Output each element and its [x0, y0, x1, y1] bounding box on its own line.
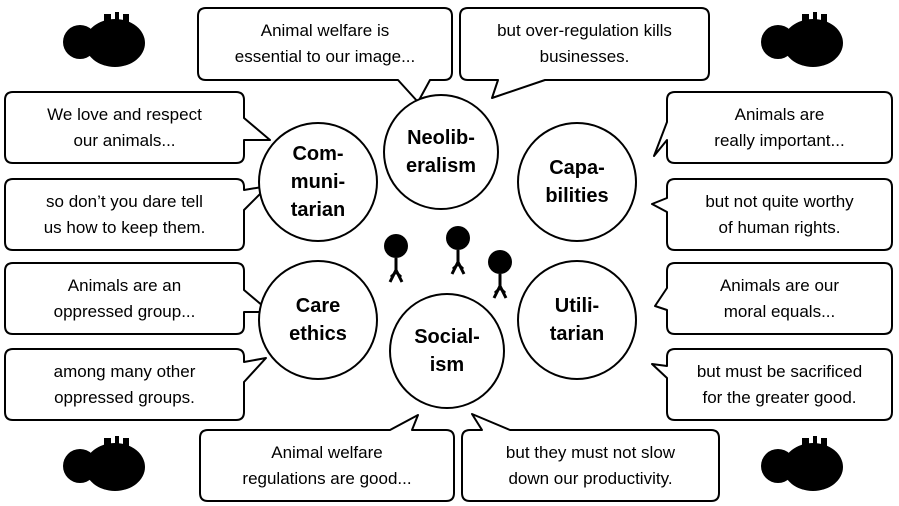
speech-bubble-care-b	[4, 348, 267, 421]
label-utilitarian: Utili- tarian	[549, 295, 605, 345]
statement-neoliberal-b: but over-regulation kills businesses.	[497, 21, 672, 66]
statement-communitarian-a: We love and respect our animals...	[47, 104, 202, 150]
speech-bubble-neoliberal-b	[459, 7, 710, 99]
statement-socialism-a: Animal welfare regulations are good...	[242, 442, 412, 488]
cow-silhouette-bottom-left	[63, 436, 145, 491]
cow-silhouette-top-right	[761, 12, 843, 67]
speech-bubble-capabilities-b	[651, 178, 893, 251]
label-communitarian: Com- muni- tarian	[290, 143, 346, 221]
speech-bubble-care-a	[4, 262, 271, 335]
circle-neoliberalism	[383, 94, 499, 210]
statement-capabilities-a: Animals are really important...	[714, 104, 845, 150]
speech-bubble-neoliberal-a	[197, 7, 453, 103]
statement-capabilities-b: but not quite worthy of human rights.	[705, 191, 854, 237]
speech-bubble-socialism-b	[461, 413, 720, 502]
statement-care-a: Animals are an oppressed group...	[53, 275, 196, 321]
circle-capabilities	[517, 122, 637, 242]
speech-bubble-communitarian-b	[4, 178, 269, 251]
circle-care-ethics	[258, 260, 378, 380]
statement-utilitarian-a: Animals are our moral equals...	[719, 275, 840, 321]
statement-communitarian-b: so don’t you dare tell us how to keep th…	[43, 191, 206, 237]
statement-utilitarian-b: but must be sacrificed for the greater g…	[696, 361, 863, 407]
person-icon-left	[384, 234, 408, 283]
person-icon-right	[488, 250, 512, 299]
statement-neoliberal-a: Animal welfare is essential to our image…	[234, 21, 416, 66]
circle-communitarian	[258, 122, 378, 242]
label-socialism: Social- ism	[414, 326, 480, 376]
label-capabilities: Capa- bilities	[545, 157, 609, 207]
circle-utilitarian	[517, 260, 637, 380]
statement-care-b: among many other oppressed groups.	[53, 361, 196, 407]
label-care-ethics: Care ethics	[289, 295, 347, 345]
speech-bubble-capabilities-a	[653, 91, 893, 164]
cow-silhouette-bottom-right	[761, 436, 843, 491]
speech-bubble-utilitarian-a	[654, 262, 893, 335]
cow-silhouette-top-left	[63, 12, 145, 67]
speech-bubble-communitarian-a	[4, 91, 271, 164]
person-icon-center	[446, 226, 470, 275]
circle-socialism	[389, 293, 505, 409]
label-neoliberalism: Neolib- eralism	[405, 127, 477, 177]
speech-bubble-socialism-a	[199, 414, 455, 502]
speech-bubble-utilitarian-b	[651, 348, 893, 421]
statement-socialism-b: but they must not slow down our producti…	[505, 442, 676, 488]
